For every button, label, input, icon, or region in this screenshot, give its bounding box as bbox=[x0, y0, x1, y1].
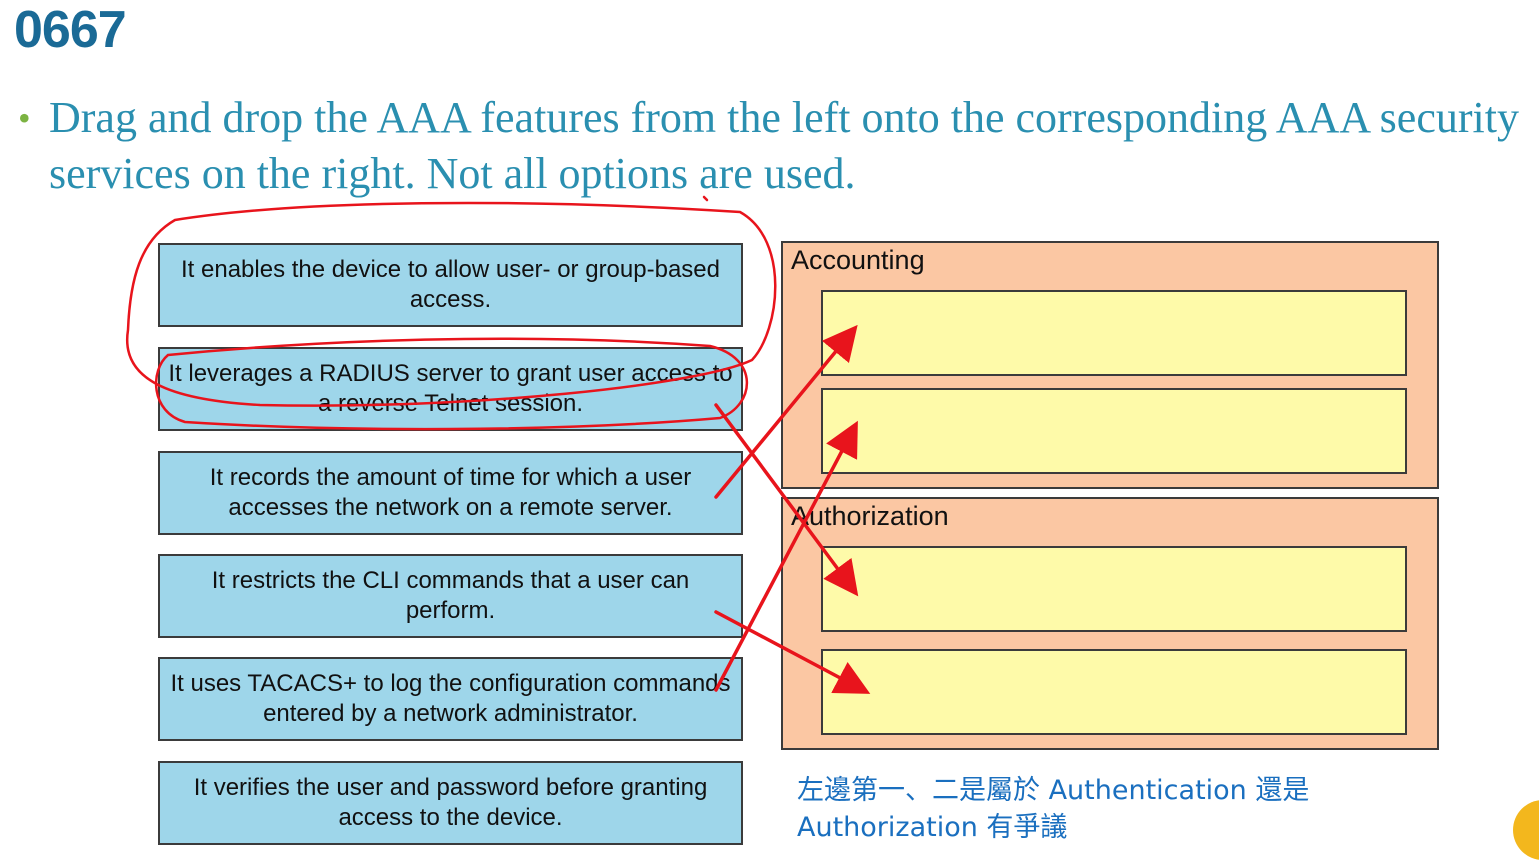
feature-option-3[interactable]: It records the amount of time for which … bbox=[158, 451, 743, 535]
authorization-drop-target-2[interactable] bbox=[821, 649, 1407, 735]
note-line-2: Authorization 有爭議 bbox=[797, 812, 1068, 843]
accounting-panel: Accounting bbox=[781, 241, 1439, 489]
question-prompt: • Drag and drop the AAA features from th… bbox=[18, 90, 1533, 202]
question-text: Drag and drop the AAA features from the … bbox=[49, 93, 1519, 198]
authorization-drop-target-1[interactable] bbox=[821, 546, 1407, 632]
feature-option-4[interactable]: It restricts the CLI commands that a use… bbox=[158, 554, 743, 638]
bullet-icon: • bbox=[18, 98, 31, 138]
logo-icon bbox=[1513, 800, 1539, 860]
note-line-1: 左邊第一、二是屬於 Authentication 還是 bbox=[797, 775, 1310, 806]
feature-option-1[interactable]: It enables the device to allow user- or … bbox=[158, 243, 743, 327]
accounting-label: Accounting bbox=[791, 245, 925, 275]
feature-option-2[interactable]: It leverages a RADIUS server to grant us… bbox=[158, 347, 743, 431]
note: 左邊第一、二是屬於 Authentication 還是 Authorizatio… bbox=[797, 772, 1397, 846]
accounting-drop-target-1[interactable] bbox=[821, 290, 1407, 376]
feature-option-6[interactable]: It verifies the user and password before… bbox=[158, 761, 743, 845]
authorization-panel: Authorization bbox=[781, 497, 1439, 750]
feature-option-5[interactable]: It uses TACACS+ to log the configuration… bbox=[158, 657, 743, 741]
accounting-drop-target-2[interactable] bbox=[821, 388, 1407, 474]
slide-number: 0667 bbox=[14, 1, 127, 59]
authorization-label: Authorization bbox=[791, 501, 949, 531]
